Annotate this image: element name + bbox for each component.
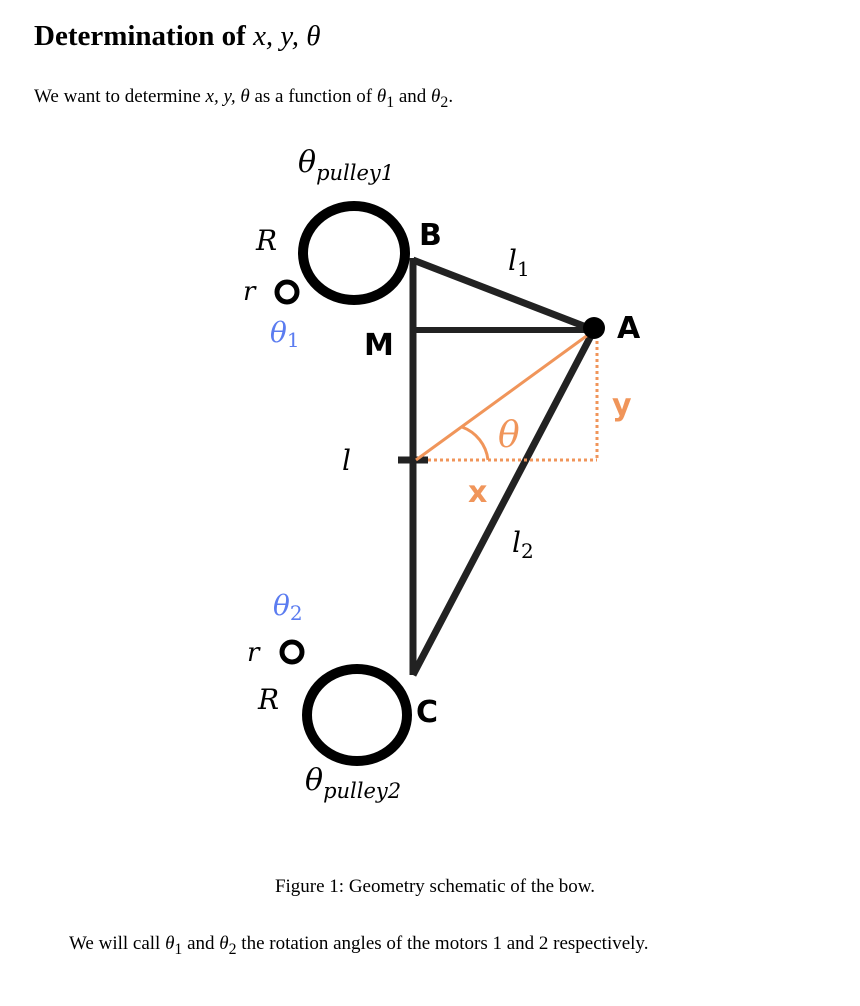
pulley2 [302, 664, 412, 766]
theta-line [415, 330, 593, 462]
theta2-label: θ2 [273, 589, 303, 625]
B-label: B [419, 218, 442, 253]
l-label: l [342, 444, 351, 477]
y-label: y [612, 388, 632, 423]
intro-paragraph: We want to determine x, y, θ as a functi… [34, 86, 454, 111]
C-label: C [416, 695, 438, 730]
x-label: x [468, 475, 487, 510]
r-top-label: r [243, 277, 257, 307]
l1-label: l1 [508, 244, 530, 281]
l2-label: l2 [512, 526, 534, 563]
R-bottom-label: R [257, 683, 279, 716]
R-top-label: R [255, 224, 277, 257]
A-label: A [617, 311, 641, 346]
theta-label: θ [498, 415, 520, 456]
motor1-spool [274, 279, 300, 305]
theta1-label: θ1 [270, 316, 300, 352]
string-l1 [411, 256, 596, 334]
pulley1 [298, 201, 410, 305]
string-l2 [409, 328, 598, 677]
theta-arc [461, 425, 490, 461]
theta-pulley2-label: θpulley2 [305, 763, 401, 803]
section-heading: Determination of x, y, θ [34, 20, 321, 52]
figure-caption: Figure 1: Geometry schematic of the bow. [274, 876, 596, 897]
M-label: M [364, 328, 394, 363]
theta-pulley1-label: θpulley1 [298, 145, 394, 185]
outro-paragraph: We will call θ1 and θ2 the rotation angl… [69, 933, 649, 958]
motor2-spool [279, 639, 305, 665]
point-A [583, 317, 605, 339]
r-bottom-label: r [247, 638, 261, 668]
